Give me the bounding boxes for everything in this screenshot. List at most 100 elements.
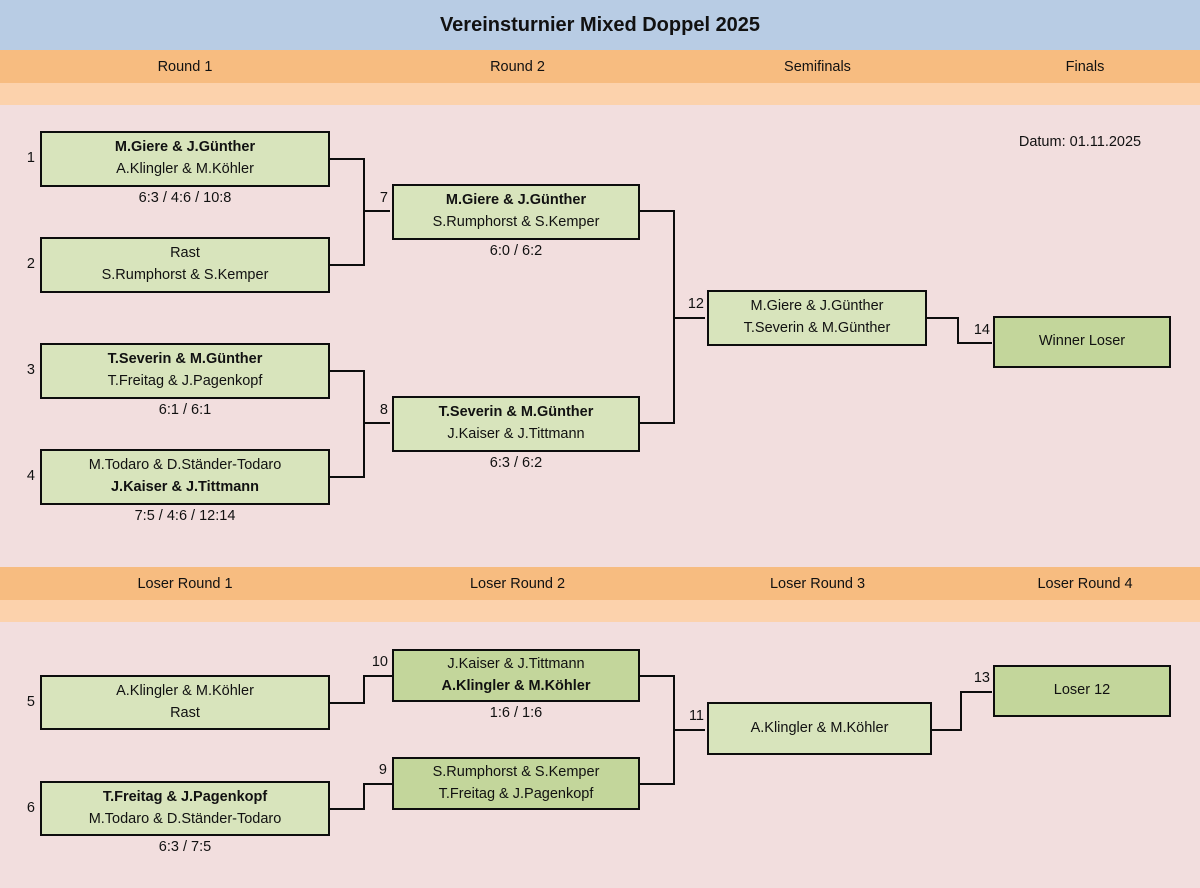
round-label-finals: Finals [1065,58,1105,75]
match-number-1: 1 [26,150,35,166]
match-box-6[interactable]: T.Freitag & J.Pagenkopf M.Todaro & D.Stä… [40,781,330,836]
round-label-loser-round-2: Loser Round 2 [469,575,566,592]
round-label-loser-round-1: Loser Round 1 [137,575,233,592]
match-10-team-top: J.Kaiser & J.Tittmann [447,655,585,672]
match-8-team-top: T.Severin & M.Günther [438,404,594,421]
match-5-team-bottom: Rast [170,704,200,721]
match-9-team-top: S.Rumphorst & S.Kemper [432,763,600,780]
match-number-2: 2 [26,256,35,272]
connector-4-out [330,476,365,478]
match-number-3: 3 [26,362,35,378]
connector-1-out [330,158,365,160]
match-number-8: 8 [379,402,388,418]
match-number-10: 10 [371,654,388,670]
round-subband [0,83,1200,105]
connector-5-out [330,702,365,704]
match-number-12: 12 [687,296,704,312]
connector-12-out [927,317,959,319]
match-box-1[interactable]: M.Giere & J.Günther A.Klingler & M.Köhle… [40,131,330,187]
match-box-10[interactable]: J.Kaiser & J.Tittmann A.Klingler & M.Köh… [392,649,640,702]
connector-12-v [363,158,365,266]
match-3-team-top: T.Severin & M.Günther [107,351,263,368]
connector-11-out [932,729,962,731]
match-box-12[interactable]: M.Giere & J.Günther T.Severin & M.Günthe… [707,290,927,346]
match-box-2[interactable]: Rast S.Rumphorst & S.Kemper [40,237,330,293]
match-9-team-bottom: T.Freitag & J.Pagenkopf [438,785,594,802]
round-label-semifinals: Semifinals [784,58,851,75]
match-7-team-top: M.Giere & J.Günther [445,192,587,209]
connector-to-7 [363,210,390,212]
match-8-score: 6:3 / 6:2 [489,455,543,471]
round-label-loser-round-3: Loser Round 3 [769,575,866,592]
match-box-3[interactable]: T.Severin & M.Günther T.Freitag & J.Page… [40,343,330,399]
connector-to-8 [363,422,390,424]
round-label-round-2: Round 2 [490,58,545,75]
match-10-team-bottom: A.Klingler & M.Köhler [441,677,591,694]
match-box-11[interactable]: A.Klingler & M.Köhler [707,702,932,755]
connector-5-step [363,675,365,704]
connector-10-out [640,675,675,677]
match-13-result: Loser 12 [1053,682,1111,699]
connector-to-11 [673,729,705,731]
connector-6-out [330,808,365,810]
loser-header-band [0,567,1200,600]
connector-2-out [330,264,365,266]
match-box-5[interactable]: A.Klingler & M.Köhler Rast [40,675,330,730]
match-number-4: 4 [26,468,35,484]
match-number-13: 13 [973,670,990,686]
loser-subband [0,600,1200,622]
match-box-4[interactable]: M.Todaro & D.Ständer-Todaro J.Kaiser & J… [40,449,330,505]
connector-to-9 [363,783,393,785]
page-title: Vereinsturnier Mixed Doppel 2025 [439,13,761,36]
match-5-team-top: A.Klingler & M.Köhler [116,682,254,699]
match-box-9[interactable]: S.Rumphorst & S.Kemper T.Freitag & J.Pag… [392,757,640,810]
match-2-team-bottom: S.Rumphorst & S.Kemper [101,267,269,283]
match-6-score: 6:3 / 7:5 [158,839,212,855]
match-number-6: 6 [26,800,35,816]
round-label-loser-round-4: Loser Round 4 [1037,575,1133,592]
match-14-result: Winner Loser [1038,333,1126,350]
match-box-13[interactable]: Loser 12 [993,665,1171,717]
match-1-team-top: M.Giere & J.Günther [114,139,256,156]
connector-7-out [640,210,675,212]
connector-to-10 [363,675,393,677]
match-12-team-top: M.Giere & J.Günther [750,298,884,315]
match-11-team-top: A.Klingler & M.Köhler [750,719,889,736]
match-4-team-top: M.Todaro & D.Ständer-Todaro [88,457,282,474]
match-number-11: 11 [688,708,704,724]
round-header-band [0,50,1200,83]
match-8-team-bottom: J.Kaiser & J.Tittmann [447,426,585,442]
match-2-team-top: Rast [170,245,200,262]
tournament-date: Datum: 01.11.2025 [1018,134,1142,150]
match-1-team-bottom: A.Klingler & M.Köhler [116,161,254,177]
connector-12-step [957,317,959,344]
match-1-score: 6:3 / 4:6 / 10:8 [138,190,232,206]
match-7-team-bottom: S.Rumphorst & S.Kemper [432,214,600,230]
match-number-9: 9 [378,762,387,778]
connector-9-out [640,783,675,785]
match-4-score: 7:5 / 4:6 / 12:14 [134,508,236,524]
connector-to-13 [960,691,992,693]
match-7-score: 6:0 / 6:2 [489,243,543,259]
connector-to-14 [957,342,992,344]
connector-34-v [363,370,365,478]
match-6-team-bottom: M.Todaro & D.Ständer-Todaro [88,810,282,827]
match-box-7[interactable]: M.Giere & J.Günther S.Rumphorst & S.Kemp… [392,184,640,240]
round-label-round-1: Round 1 [157,58,213,75]
connector-to-12 [673,317,705,319]
match-4-team-bottom: J.Kaiser & J.Tittmann [110,479,259,495]
match-3-score: 6:1 / 6:1 [158,402,212,418]
match-box-14[interactable]: Winner Loser [993,316,1171,368]
match-12-team-bottom: T.Severin & M.Günther [743,320,891,336]
match-number-14: 14 [973,322,990,338]
match-3-team-bottom: T.Freitag & J.Pagenkopf [107,373,263,389]
match-10-score: 1:6 / 1:6 [489,705,543,721]
connector-11-step [960,691,962,731]
connector-3-out [330,370,365,372]
match-number-5: 5 [26,694,35,710]
match-box-8[interactable]: T.Severin & M.Günther J.Kaiser & J.Tittm… [392,396,640,452]
match-number-7: 7 [379,190,388,206]
match-6-team-top: T.Freitag & J.Pagenkopf [102,788,268,805]
connector-8-out [640,422,675,424]
